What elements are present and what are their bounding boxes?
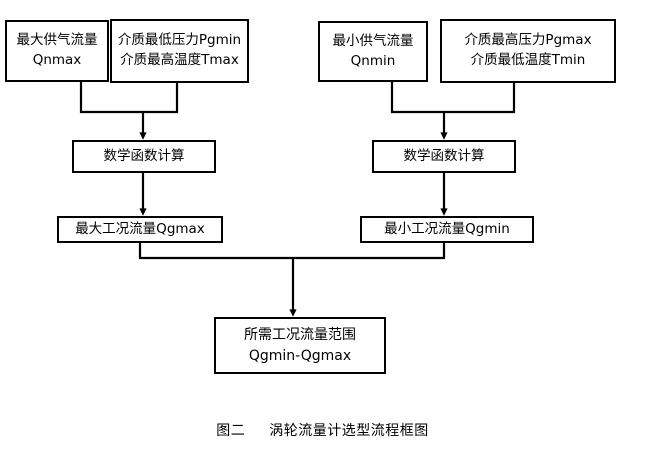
node-qnmin-line2: Qnmin <box>350 52 396 69</box>
node-pgmax-line: 介质最高压力Pgmax <box>464 32 592 49</box>
node-math-function-calculation-left: 数学函数计算 <box>72 140 216 173</box>
edge-qgmin-to-range <box>293 243 446 260</box>
node-calc-right-label: 数学函数计算 <box>403 147 485 164</box>
node-min-working-flow-qgmin: 最小工况流量Qgmin <box>360 216 534 243</box>
node-qnmax-line1: 最大供气流量 <box>16 32 98 49</box>
figure-caption-title: 涡轮流量计选型流程框图 <box>269 423 429 439</box>
node-qnmax-line2: Qnmax <box>32 52 82 68</box>
node-required-working-flow-range: 所需工况流量范围 Qgmin-Qgmax <box>214 317 386 374</box>
edge-pgmintmax-to-calc-left <box>143 83 179 114</box>
node-min-pressure-max-temp: 介质最低压力Pgmin 介质最高温度Tmax <box>110 19 249 83</box>
node-tmin-line: 介质最低温度Tmin <box>470 52 586 68</box>
node-min-supply-flow: 最小供气流量 Qnmin <box>318 21 428 82</box>
edge-qgmax-to-range <box>138 243 293 260</box>
edge-pgmaxtmin-to-calc-right <box>444 83 516 114</box>
node-max-supply-flow: 最大供气流量 Qnmax <box>5 20 109 82</box>
node-range-line2: Qgmin-Qgmax <box>248 347 352 364</box>
node-qgmax-label: 最大工况流量Qgmax <box>75 220 205 237</box>
node-pgmin-line: 介质最低压力Pgmin <box>117 32 242 49</box>
figure-caption-label: 图二 <box>216 423 246 439</box>
node-range-line1: 所需工况流量范围 <box>244 327 356 344</box>
figure-caption: 图二 涡轮流量计选型流程框图 <box>0 420 645 440</box>
edge-qnmax-to-calc-left <box>79 82 143 114</box>
node-max-working-flow-qgmax: 最大工况流量Qgmax <box>57 216 223 243</box>
node-math-function-calculation-right: 数学函数计算 <box>372 140 516 173</box>
node-qgmin-label: 最小工况流量Qgmin <box>384 220 510 237</box>
edge-qnmin-to-calc-right <box>390 82 444 114</box>
node-calc-left-label: 数学函数计算 <box>103 147 185 164</box>
node-tmax-line: 介质最高温度Tmax <box>120 52 239 68</box>
node-max-pressure-min-temp: 介质最高压力Pgmax 介质最低温度Tmin <box>440 19 616 83</box>
node-qnmin-line1: 最小供气流量 <box>332 32 414 49</box>
